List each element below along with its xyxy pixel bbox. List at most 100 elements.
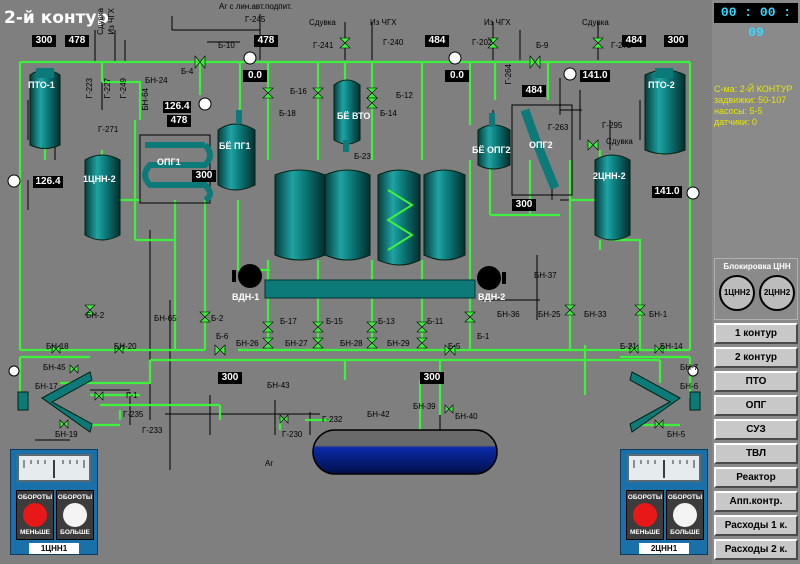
pump-control-panel-right: ОБОРОТЫ МЕНЬШЕ ОБОРОТЫ БОЛЬШЕ 2ЦНН1 [620,449,708,555]
nav-flow-circuit-2[interactable]: Расходы 2 к. [714,539,798,560]
button-caption: БОЛЬШЕ [60,529,90,536]
button-caption: МЕНЬШЕ [630,529,660,536]
label-g295: Г-295 [602,121,623,130]
pto2-label: ПТО-2 [648,80,675,90]
label-ag: Аг [265,459,274,468]
speed-increase-button[interactable]: ОБОРОТЫ БОЛЬШЕ [56,490,94,540]
label-g230: Г-230 [282,430,303,439]
speed-gauge [17,454,91,482]
button-caption: ОБОРОТЫ [17,494,53,501]
label-bn5: БН-5 [667,430,686,439]
label-g272: Г-272 [611,41,632,50]
label-b6: Б-6 [216,332,229,341]
label-sduvka-vertical: Сдувка [96,8,105,35]
nav-flow-circuit-1[interactable]: Расходы 1 к. [714,515,798,536]
gauge-scale [633,460,695,478]
heat-exchangers [29,68,686,241]
status-pumps: насосы: 5-5 [714,106,763,116]
clock-display: 00 : 00 : 09 [714,3,798,40]
readout-pressure: 300 [664,35,688,47]
reactor-vessels [232,169,506,299]
label-bn20: БН-20 [114,342,137,351]
valves [51,37,664,429]
block-1cnn2-button[interactable]: 1ЦНН2 [719,275,755,311]
pump-control-panel-left: ОБОРОТЫ МЕНЬШЕ ОБОРОТЫ БОЛЬШЕ 1ЦНН1 [10,449,98,555]
nav-opg[interactable]: ОПГ [714,395,798,416]
label-b5: Б-5 [448,342,461,351]
button-caption: БОЛЬШЕ [670,529,700,536]
opg2-label: ОПГ2 [529,140,553,150]
label-b9: Б-9 [536,41,549,50]
label-g263: Г-263 [548,123,569,132]
label-sduvka: Сдувка [606,137,633,146]
label-b10: Б-10 [218,41,235,50]
readout-pressure: 300 [420,372,444,384]
label-bn14: БН-14 [660,342,683,351]
label-iz-chgh: Из ЧГХ [370,18,397,27]
opg1-label: ОПГ1 [157,157,181,167]
nav-suz[interactable]: СУЗ [714,419,798,440]
speed-decrease-button[interactable]: ОБОРОТЫ МЕНЬШЕ [626,490,664,540]
nav-instrument-control[interactable]: Апп.контр. [714,491,798,512]
label-iz-chgh-vertical: Из ЧГХ [107,8,116,35]
readout-pressure: 300 [218,372,242,384]
label-g227: Г-227 [103,78,112,99]
readout-flow: 0.0 [445,70,469,82]
nav-tvl[interactable]: ТВЛ [714,443,798,464]
readout-flow: 141.0 [580,70,610,82]
nav-reactor[interactable]: Реактор [714,467,798,488]
vdn2-label: ВДН-2 [478,292,506,302]
label-bn43: БН-43 [267,381,290,390]
label-g233: Г-233 [142,426,163,435]
label-b17: Б-17 [280,317,297,326]
storage-tank [312,429,498,475]
nav-circuit-1[interactable]: 1 контур [714,323,798,344]
label-g1: Г-1 [126,391,138,400]
label-g245: Г-245 [245,15,266,24]
speed-decrease-button[interactable]: ОБОРОТЫ МЕНЬШЕ [16,490,54,540]
window-title: 2-й контур [4,8,109,28]
readout-level: 478 [254,35,278,47]
cnn-pump-right-label: 2ЦНН-2 [593,171,626,181]
label-bn7: БН-7 [680,363,699,372]
label-bn45: БН-45 [43,363,66,372]
label-bn33: БН-33 [584,310,607,319]
label-g271: Г-271 [98,125,119,134]
label-g249: Г-249 [119,78,128,99]
be-opg2-label: БЁ ОПГ2 [472,145,511,155]
label-b14: Б-14 [380,109,397,118]
label-bn42: БН-42 [367,410,390,419]
v-heaters [17,371,701,433]
readout-pressure: 300 [512,199,536,211]
speed-increase-button[interactable]: ОБОРОТЫ БОЛЬШЕ [666,490,704,540]
readout-level: 478 [65,35,89,47]
cnn-pump-left-label: 1ЦНН-2 [83,174,116,184]
status-valves: задвижки: 50-107 [714,95,787,105]
label-b11: Б-11 [427,317,444,326]
label-b15: Б-15 [326,317,343,326]
red-knob [633,503,657,527]
nav-circuit-2[interactable]: 2 контур [714,347,798,368]
nav-pto[interactable]: ПТО [714,371,798,392]
button-caption: ОБОРОТЫ [667,494,703,501]
red-knob [23,503,47,527]
label-bn39: БН-39 [413,402,436,411]
readout-flow: 0.0 [243,70,267,82]
white-knob [63,503,87,527]
label-b2: Б-2 [211,314,224,323]
readout-level: 484 [522,85,546,97]
block-2cnn2-button[interactable]: 2ЦНН2 [759,275,795,311]
label-bn18: БН-18 [46,342,69,351]
blocking-header: Блокировка ЦНН [723,262,791,271]
pump-name-label: 2ЦНН1 [639,543,689,554]
label-bn65: БН-65 [154,314,177,323]
opg2-unit [511,104,573,196]
button-caption: ОБОРОТЫ [627,494,663,501]
label-bn19: БН-19 [55,430,78,439]
label-bn27: БН-27 [285,339,308,348]
vdn1-label: ВДН-1 [232,292,260,302]
label-g232: Г-232 [322,415,343,424]
label-b1: Б-1 [477,332,490,341]
speed-gauge [627,454,701,482]
